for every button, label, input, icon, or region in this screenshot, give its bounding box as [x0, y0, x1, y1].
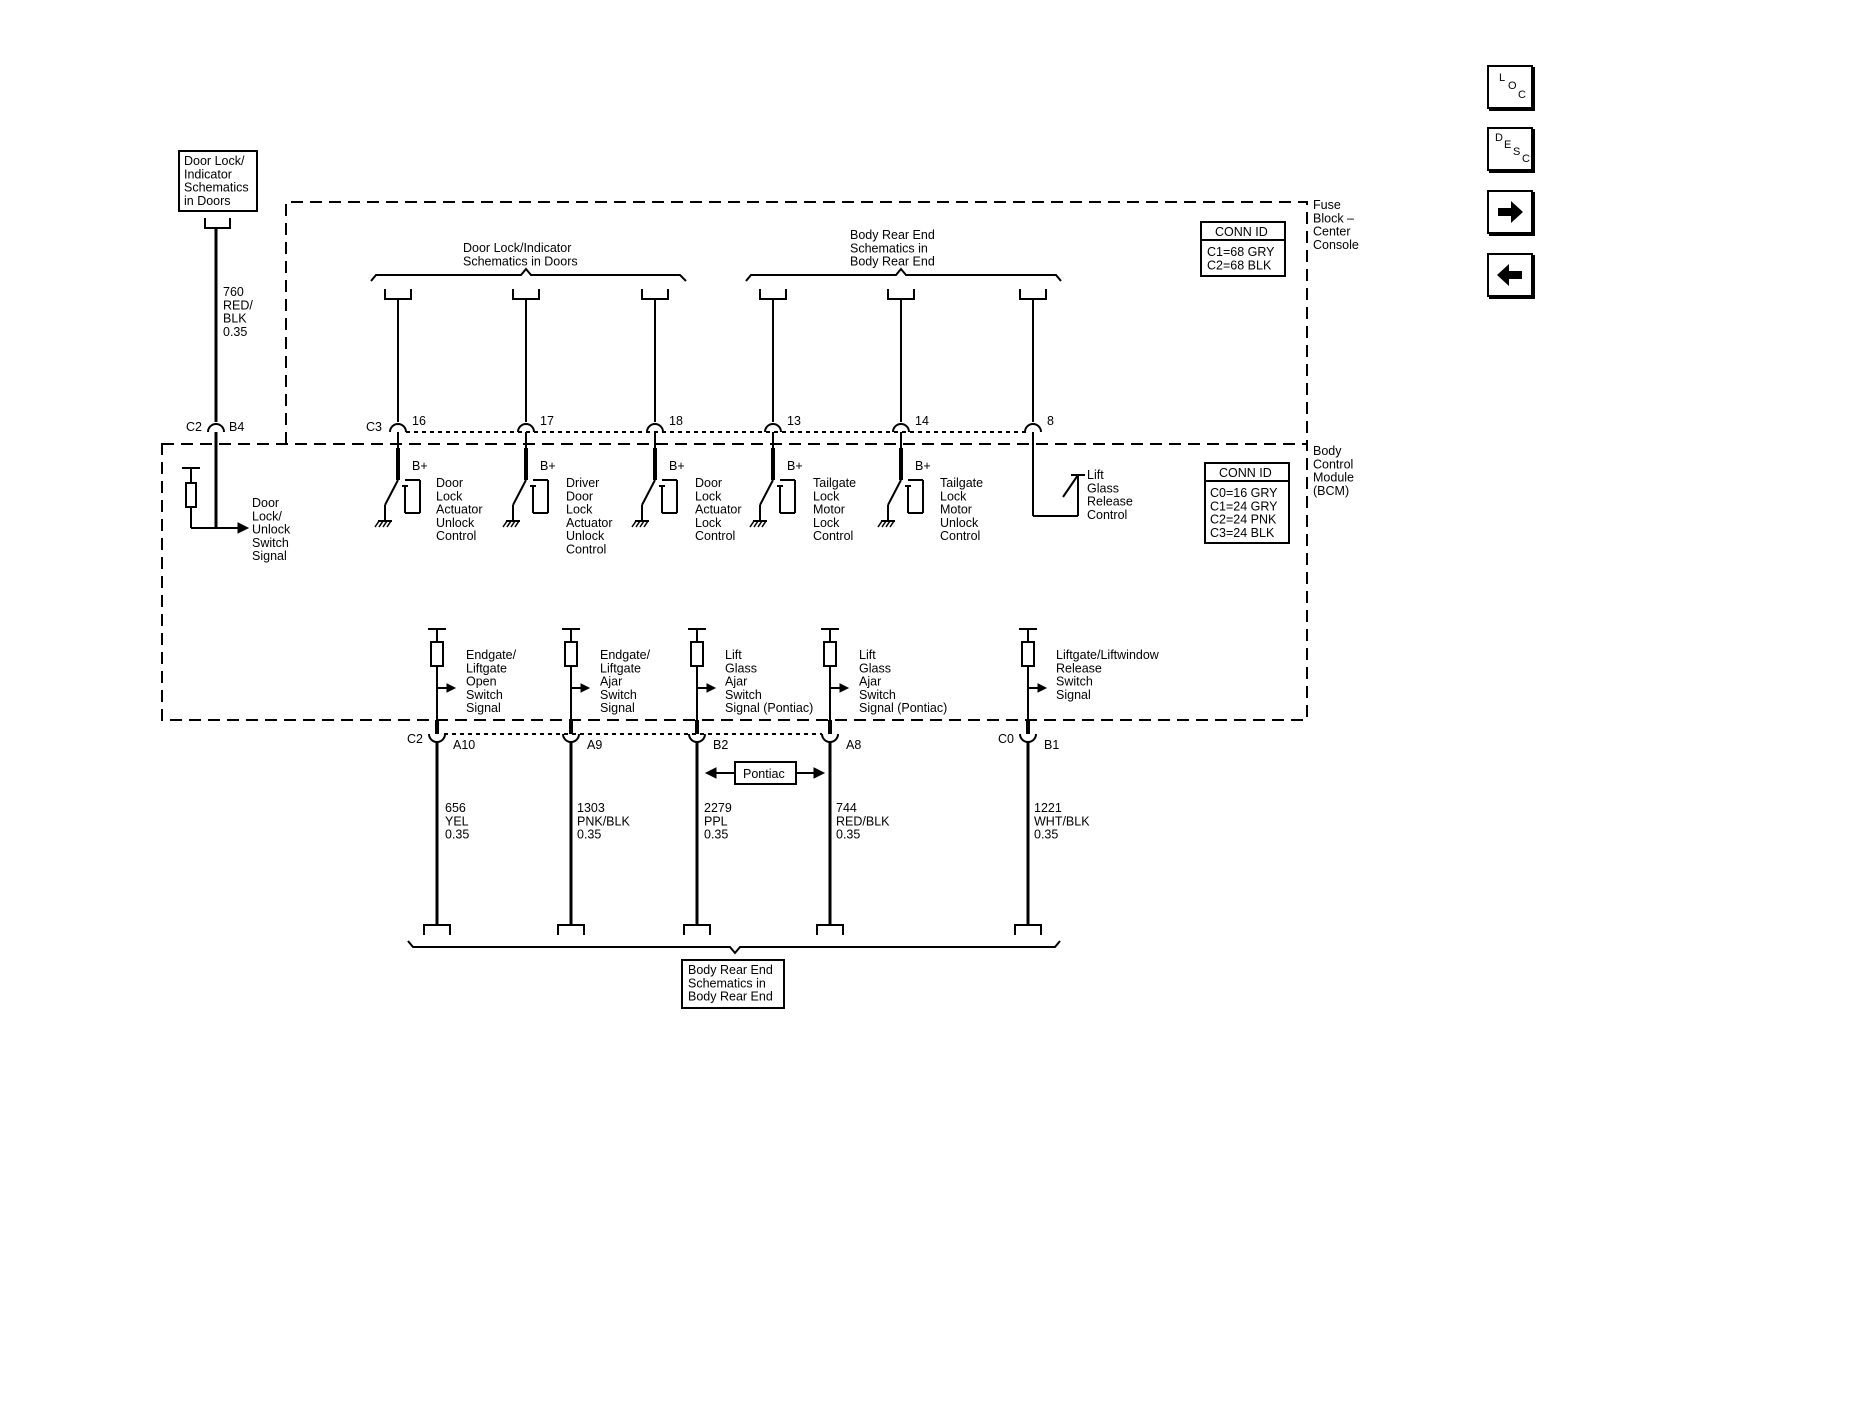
desc-letter-c: C — [1522, 153, 1530, 165]
pin-b4: B4 — [229, 420, 244, 434]
pin-label-18: 18 — [669, 414, 683, 428]
bplus-label: B+ — [915, 459, 931, 473]
next-button[interactable] — [1487, 190, 1533, 234]
door-schematics-bracket — [370, 267, 687, 282]
conn-id-fuse-box — [1200, 221, 1286, 277]
bplus-label: B+ — [669, 459, 685, 473]
pin-label-13: 13 — [787, 414, 801, 428]
loc-letter-c: C — [1518, 89, 1526, 101]
prev-button[interactable] — [1487, 253, 1533, 297]
connector-c0-bottom: C0 — [998, 732, 1014, 746]
bplus-label: B+ — [540, 459, 556, 473]
body-rear-ref-box — [681, 959, 785, 1009]
fuse-block-outline — [285, 201, 1308, 444]
desc-letter-e: E — [1504, 139, 1512, 151]
connector-c2-bottom: C2 — [407, 732, 423, 746]
conn-id-bcm-box — [1204, 462, 1290, 544]
loc-letter-o: O — [1508, 80, 1517, 92]
pin-label-A10: A10 — [453, 738, 475, 752]
pin-label-A8: A8 — [846, 738, 861, 752]
pin-label-A9: A9 — [587, 738, 602, 752]
bcm-outline — [161, 443, 1308, 721]
pontiac-box — [734, 761, 797, 785]
pin-label-B2: B2 — [713, 738, 728, 752]
connector-c2-top: C2 — [186, 420, 202, 434]
conn-id-bcm-title: CONN ID — [1219, 466, 1272, 480]
arrow-right-icon — [1498, 201, 1523, 223]
pin-label-8: 8 — [1047, 414, 1054, 428]
desc-button[interactable]: D E S C — [1487, 127, 1533, 171]
pontiac-label: Pontiac — [743, 767, 785, 781]
desc-letter-d: D — [1495, 132, 1503, 144]
pin-label-14: 14 — [915, 414, 929, 428]
pin-label-16: 16 — [412, 414, 426, 428]
conn-id-fuse-title: CONN ID — [1215, 225, 1268, 239]
loc-button[interactable]: L O C — [1487, 65, 1533, 109]
pin-label-B1: B1 — [1044, 738, 1059, 752]
connector-c3: C3 — [366, 420, 382, 434]
rear-schematics-bracket — [745, 267, 1062, 282]
pin-label-17: 17 — [540, 414, 554, 428]
loc-letter-l: L — [1499, 72, 1506, 84]
bplus-label: B+ — [787, 459, 803, 473]
door-lock-ref-box — [178, 150, 258, 212]
desc-letter-s: S — [1513, 146, 1521, 158]
bplus-label: B+ — [412, 459, 428, 473]
arrow-left-icon — [1497, 264, 1522, 286]
